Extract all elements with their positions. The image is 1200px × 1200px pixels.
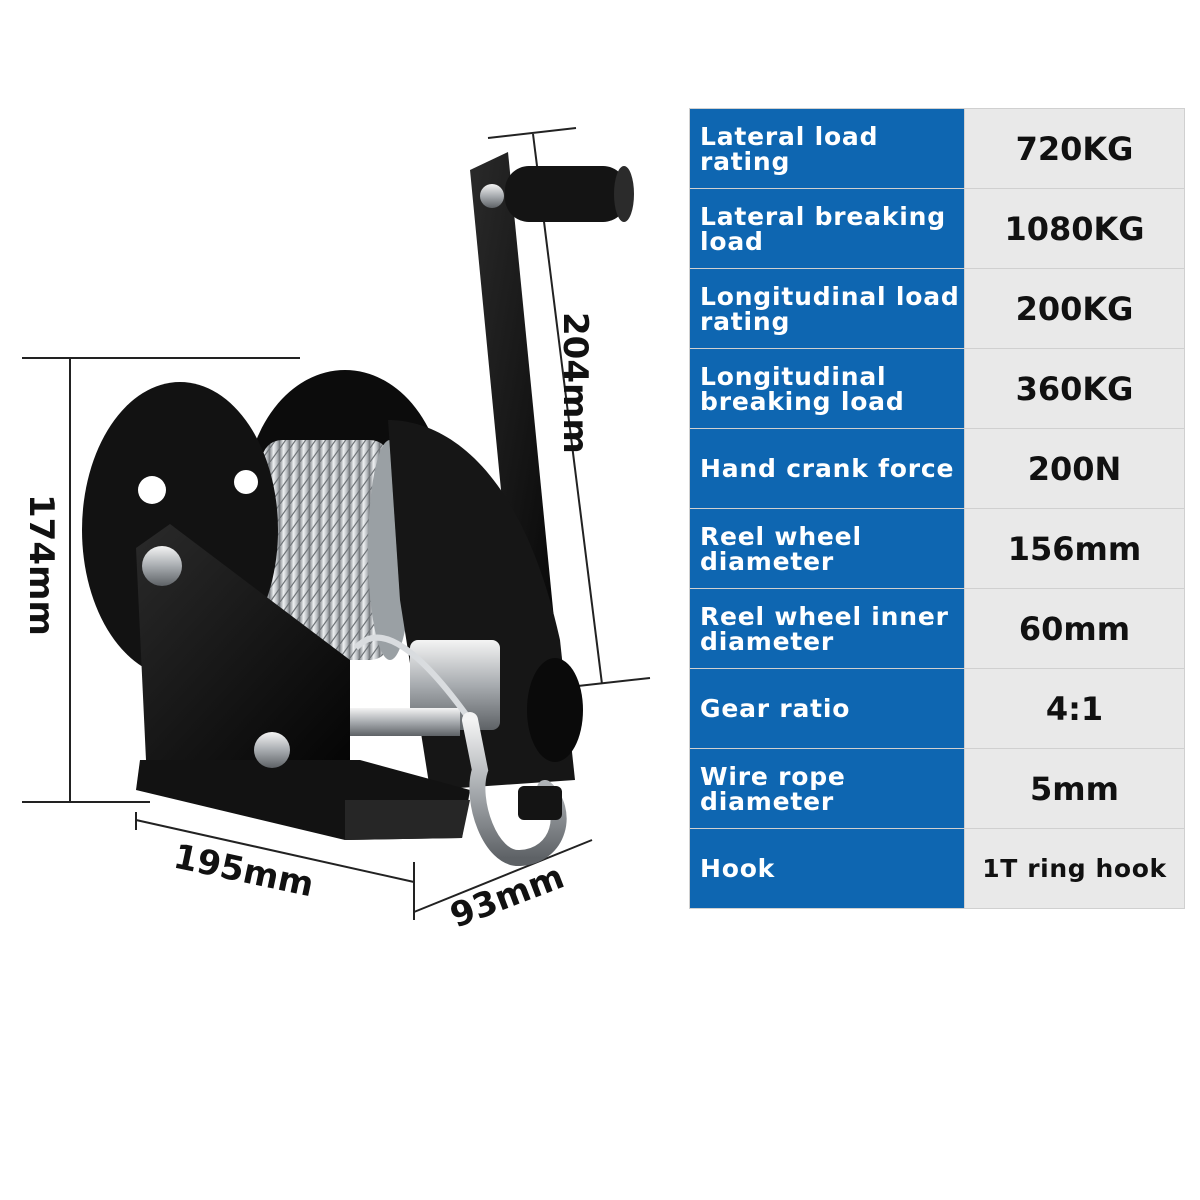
spec-label: Lateral load rating: [689, 108, 965, 189]
spec-label: Hook: [689, 828, 965, 909]
spec-row: Hand crank force 200N: [689, 428, 1185, 509]
spec-label: Reel wheel inner diameter: [689, 588, 965, 669]
crank-bolt-icon: [480, 184, 504, 208]
gear-housing: [350, 420, 583, 790]
crank-handle: [470, 152, 634, 686]
dim-label-body-height: 174mm: [21, 494, 61, 636]
spec-value: 1080KG: [964, 188, 1185, 269]
spec-table: Lateral load rating 720KG Lateral breaki…: [689, 108, 1185, 909]
spec-value: 1T ring hook: [964, 828, 1185, 909]
gear-icon: [410, 640, 500, 730]
spec-label: Reel wheel diameter: [689, 508, 965, 589]
dim-label-base-length: 195mm: [170, 837, 317, 906]
spec-value: 156mm: [964, 508, 1185, 589]
dim-label-crank-height: 204mm: [555, 312, 595, 454]
drum-shaft: [350, 708, 460, 736]
hook-icon: [353, 634, 567, 866]
dim-label-base-width: 93mm: [445, 857, 570, 937]
spec-value: 60mm: [964, 588, 1185, 669]
winch-body: [136, 524, 470, 840]
spec-row: Hook 1T ring hook: [689, 828, 1185, 909]
spec-row: Lateral load rating 720KG: [689, 108, 1185, 189]
bolt-icon: [142, 546, 182, 586]
spec-row: Reel wheel diameter 156mm: [689, 508, 1185, 589]
spec-label: Longitudinal load rating: [689, 268, 965, 349]
spec-label: Longitudinal breaking load: [689, 348, 965, 429]
spec-row: Longitudinal load rating 200KG: [689, 268, 1185, 349]
spec-value: 4:1: [964, 668, 1185, 749]
spec-label: Hand crank force: [689, 428, 965, 509]
spec-value: 200N: [964, 428, 1185, 509]
spec-value: 5mm: [964, 748, 1185, 829]
spec-label: Wire rope diameter: [689, 748, 965, 829]
spec-value: 720KG: [964, 108, 1185, 189]
spec-label: Gear ratio: [689, 668, 965, 749]
bolt-icon: [254, 732, 290, 768]
spec-value: 200KG: [964, 268, 1185, 349]
spec-row: Reel wheel inner diameter 60mm: [689, 588, 1185, 669]
spec-row: Gear ratio 4:1: [689, 668, 1185, 749]
spec-label: Lateral breaking load: [689, 188, 965, 269]
spec-value: 360KG: [964, 348, 1185, 429]
spec-row: Wire rope diameter 5mm: [689, 748, 1185, 829]
spec-row: Lateral breaking load 1080KG: [689, 188, 1185, 269]
spec-row: Longitudinal breaking load 360KG: [689, 348, 1185, 429]
